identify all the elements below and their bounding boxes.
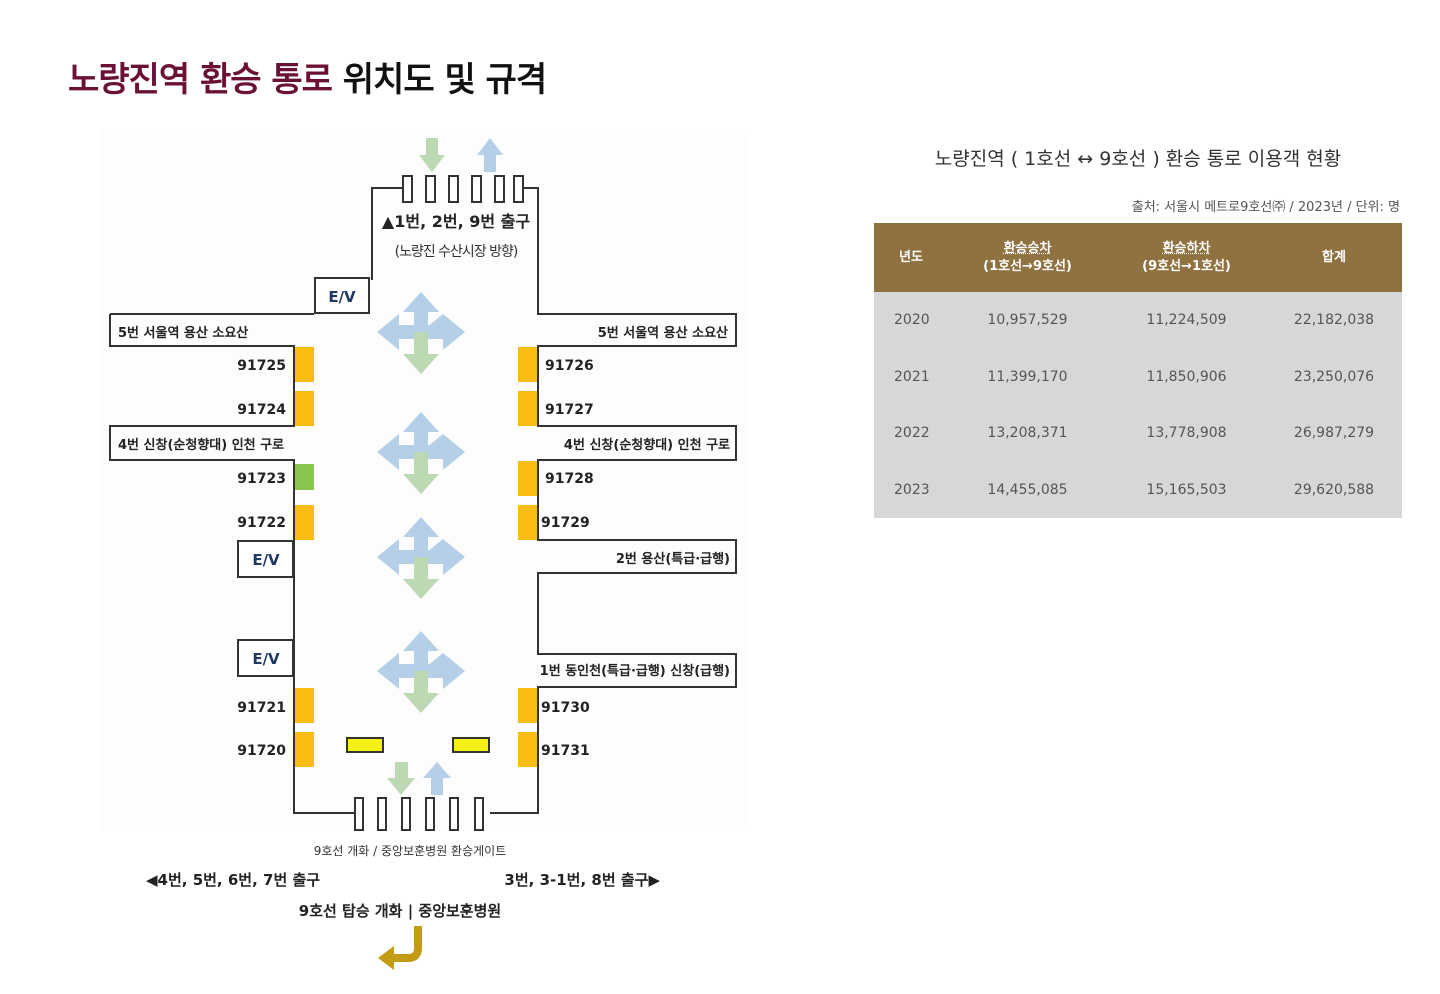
cell-transfer-in: 11,399,170 xyxy=(948,348,1107,405)
passage-walls xyxy=(109,187,737,814)
cell-year: 2021 xyxy=(874,348,948,405)
door-91726: 91726 xyxy=(518,347,594,382)
cell-year: 2023 xyxy=(874,461,948,518)
door-label: 91731 xyxy=(541,743,590,759)
page-title-rest: 위치도 및 규격 xyxy=(342,60,547,100)
door-label: 91728 xyxy=(545,471,594,487)
table-source: 출처: 서울시 메트로9호선㈜ / 2023년 / 단위: 명 xyxy=(1131,200,1400,215)
top-exit-sub-label: (노량진 수산시장 방향) xyxy=(395,244,518,260)
elevator-box-top: E/V xyxy=(314,277,370,314)
cell-transfer-out: 15,165,503 xyxy=(1107,461,1266,518)
cell-year: 2020 xyxy=(874,292,948,349)
door-label: 91729 xyxy=(541,515,590,531)
table-title: 노량진역 ( 1호선 ↔ 9호선 ) 환승 통로 이용객 현황 xyxy=(934,148,1342,170)
door-label: 91723 xyxy=(237,471,286,487)
top-gates xyxy=(402,175,524,203)
top-down-arrow-icon xyxy=(419,138,445,172)
elevator-label: E/V xyxy=(328,288,356,306)
header-transfer-out-main: 환승하차 xyxy=(1162,240,1211,256)
door-91729: 91729 xyxy=(518,505,590,540)
header-transfer-out: 환승하차 (9호선→1호선) xyxy=(1107,223,1266,292)
door-label: 91730 xyxy=(541,700,590,716)
door-91723: 91723 xyxy=(237,464,314,490)
cell-transfer-out: 13,778,908 xyxy=(1107,405,1266,462)
cell-transfer-in: 14,455,085 xyxy=(948,461,1107,518)
header-transfer-in-sub: (1호선→9호선) xyxy=(983,258,1072,274)
header-total: 합계 xyxy=(1266,223,1402,292)
header-year: 년도 xyxy=(874,223,948,292)
cell-transfer-in: 10,957,529 xyxy=(948,292,1107,349)
door-91725: 91725 xyxy=(237,347,314,382)
turn-down-left-arrow-icon xyxy=(378,926,422,970)
platform-1-label: 1번 동인천(특급·급행) 신창(급행) xyxy=(540,663,730,679)
transfer-gate-label: 9호선 개화 / 중앙보훈병원 환승게이트 xyxy=(314,844,507,858)
elevator-box-middle: E/V xyxy=(237,540,294,578)
cell-year: 2022 xyxy=(874,405,948,462)
door-91727: 91727 xyxy=(518,391,594,426)
transfer-usage-table: 년도 환승승차 (1호선→9호선) 환승하차 (9호선→1호선) 합계 2020… xyxy=(874,223,1402,518)
door-label: 91724 xyxy=(237,402,286,418)
top-up-arrow-icon xyxy=(477,138,503,172)
platform-4-left-label: 4번 신창(순청향대) 인천 구로 xyxy=(118,437,284,453)
door-label: 91720 xyxy=(237,743,286,759)
elevator-box-lower: E/V xyxy=(237,639,294,677)
exit-left-label: ◀4번, 5번, 6번, 7번 출구 xyxy=(146,871,320,889)
table-row: 2023 14,455,085 15,165,503 29,620,588 xyxy=(874,461,1402,518)
header-transfer-in-main: 환승승차 xyxy=(1003,240,1052,256)
platform-2-label: 2번 용산(특급·급행) xyxy=(616,551,730,567)
door-91720: 91720 xyxy=(237,732,314,767)
door-91728: 91728 xyxy=(518,461,594,496)
exit-right-label: 3번, 3-1번, 8번 출구▶ xyxy=(504,871,660,889)
door-label: 91721 xyxy=(237,700,286,716)
elevator-label: E/V xyxy=(252,650,280,668)
cell-transfer-out: 11,850,906 xyxy=(1107,348,1266,405)
platform-5-right-label: 5번 서울역 용산 소요산 xyxy=(598,325,728,341)
bottom-gates xyxy=(354,797,484,831)
platform-4-right-label: 4번 신창(순청향대) 인천 구로 xyxy=(564,437,730,453)
cell-transfer-in: 13,208,371 xyxy=(948,405,1107,462)
elevator-label: E/V xyxy=(252,551,280,569)
top-exit-label: ▲1번, 2번, 9번 출구 xyxy=(382,212,530,231)
door-label: 91725 xyxy=(237,358,286,374)
door-label: 91726 xyxy=(545,358,594,374)
cell-total: 23,250,076 xyxy=(1266,348,1402,405)
table-row: 2022 13,208,371 13,778,908 26,987,279 xyxy=(874,405,1402,462)
header-transfer-in: 환승승차 (1호선→9호선) xyxy=(948,223,1107,292)
table-header-row: 년도 환승승차 (1호선→9호선) 환승하차 (9호선→1호선) 합계 xyxy=(874,223,1402,292)
bench-left xyxy=(346,737,384,753)
door-91722: 91722 xyxy=(237,505,314,540)
bottom-down-arrow-icon xyxy=(387,762,415,795)
door-91724: 91724 xyxy=(237,391,314,426)
cell-total: 22,182,038 xyxy=(1266,292,1402,349)
table-row: 2021 11,399,170 11,850,906 23,250,076 xyxy=(874,348,1402,405)
door-91721: 91721 xyxy=(237,688,314,723)
page-title-accent: 노량진역 환승 통로 xyxy=(68,60,333,100)
bottom-up-arrow-icon xyxy=(423,762,451,795)
cell-total: 26,987,279 xyxy=(1266,405,1402,462)
door-91731: 91731 xyxy=(518,732,590,767)
line9-boarding-label: 9호선 탑승 개화 | 중앙보훈병원 xyxy=(299,902,501,921)
door-label: 91727 xyxy=(545,402,594,418)
cell-transfer-out: 11,224,509 xyxy=(1107,292,1266,349)
table-row: 2020 10,957,529 11,224,509 22,182,038 xyxy=(874,292,1402,349)
door-label: 91722 xyxy=(237,515,286,531)
platform-5-left-label: 5번 서울역 용산 소요산 xyxy=(118,325,248,341)
bench-right xyxy=(452,737,490,753)
header-transfer-out-sub: (9호선→1호선) xyxy=(1142,258,1231,274)
cell-total: 29,620,588 xyxy=(1266,461,1402,518)
page-title: 노량진역 환승 통로 위치도 및 규격 xyxy=(68,52,547,101)
door-91730: 91730 xyxy=(518,688,590,723)
